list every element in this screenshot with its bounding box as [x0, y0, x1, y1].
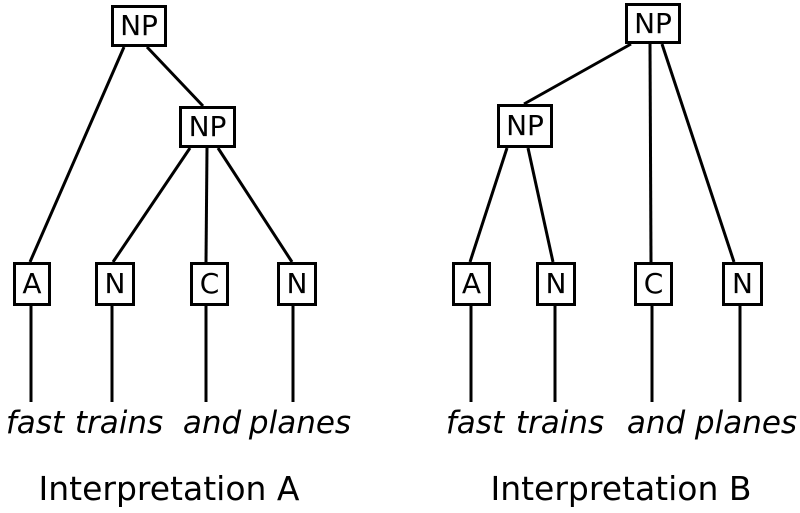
tree-a-word-and: and: [182, 405, 242, 441]
tree-b-leaf-a-node: A: [452, 262, 491, 306]
edge-a-inner-to-leaf-n1: [111, 147, 192, 263]
tree-b-inner-np-node: NP: [497, 104, 553, 148]
tree-a-inner-np-node: NP: [179, 106, 236, 148]
tree-a-word-planes: planes: [248, 405, 352, 441]
edge-a-inner-to-leaf-n2: [216, 147, 294, 263]
tree-a-leaf-c-node: C: [190, 262, 229, 306]
edge-a-root-to-leaf-a: [28, 46, 126, 263]
tree-a-leaf-n1-node: N: [95, 262, 135, 306]
edge-b-inner-to-leaf-a: [468, 147, 509, 263]
tree-b-leaf-n2-node: N: [722, 262, 763, 306]
edge-b-root-to-leaf-c: [648, 43, 653, 263]
edge-b-root-to-leaf-n2: [660, 43, 736, 263]
tree-b-word-planes: planes: [694, 405, 798, 441]
edge-a-inner-to-leaf-c: [204, 147, 209, 263]
tree-a-word-fast: fast: [5, 405, 65, 441]
tree-b-word-and: and: [626, 405, 686, 441]
tree-b-word-fast: fast: [445, 405, 505, 441]
tree-b-leaf-n1-node: N: [536, 262, 576, 306]
tree-b-root-np-node: NP: [625, 3, 681, 44]
edge-b-root-to-inner-np: [523, 42, 632, 106]
tree-a-leaf-n2-node: N: [277, 262, 317, 306]
tree-a-root-np-node: NP: [111, 5, 167, 47]
tree-a-word-trains: trains: [74, 405, 164, 441]
tree-a-leaf-a-node: A: [13, 262, 51, 306]
tree-b-word-trains: trains: [515, 405, 605, 441]
edge-a-root-to-inner-np: [145, 45, 205, 108]
tree-a-caption: Interpretation A: [38, 469, 300, 508]
edge-b-inner-to-leaf-n1: [526, 147, 555, 263]
tree-b-leaf-c-node: C: [634, 262, 673, 306]
tree-b-caption: Interpretation B: [490, 469, 752, 508]
